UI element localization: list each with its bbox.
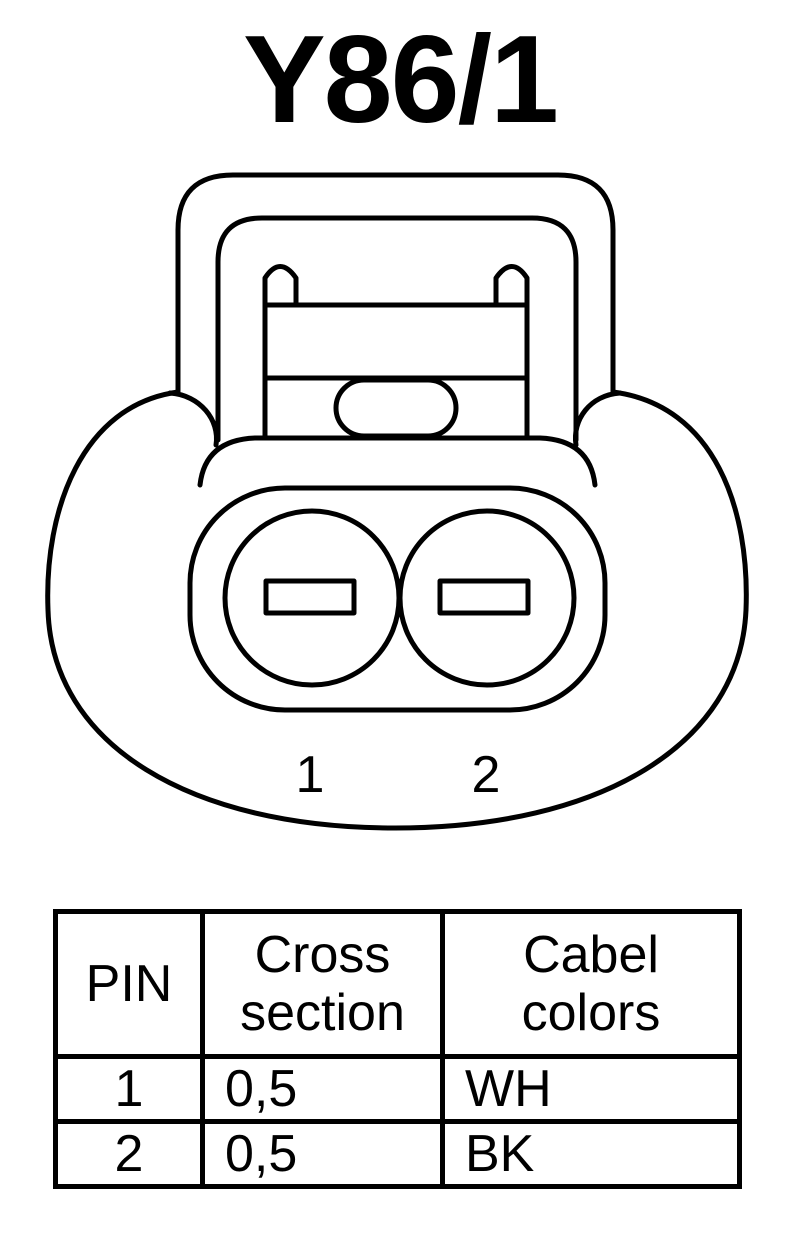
connector-diagram: 1 2 <box>45 172 749 831</box>
connector-title: Y86/1 <box>242 11 559 149</box>
connector-housing-outline <box>45 172 749 831</box>
latch-body <box>262 302 530 441</box>
table-row: 1 0,5 WH <box>53 1054 742 1124</box>
cell-cable-color: WH <box>440 1054 742 1124</box>
pin-1-contact <box>263 578 357 616</box>
latch-frame <box>215 215 579 443</box>
table-header-row: PIN Cross section Cabel colors <box>53 909 742 1059</box>
pin-2-circle <box>397 508 577 688</box>
left-shoulder-arc <box>167 390 219 448</box>
cell-pin: 1 <box>53 1054 205 1124</box>
latch-tab-right <box>493 264 530 308</box>
cell-cross-section: 0,5 <box>200 1119 445 1189</box>
right-shoulder-arc <box>572 390 623 448</box>
latch-tab-left <box>262 264 299 308</box>
cell-cross-section: 0,5 <box>200 1054 445 1124</box>
pin-2-contact <box>437 578 531 616</box>
pin-label-1: 1 <box>296 746 325 804</box>
release-button <box>333 377 459 439</box>
header-cross-section: Cross section <box>200 909 445 1059</box>
pin-1-circle <box>222 508 402 688</box>
cell-cable-color: BK <box>440 1119 742 1189</box>
table-row: 2 0,5 BK <box>53 1119 742 1189</box>
pin-cavity-outline <box>187 485 608 713</box>
header-cable-colors: Cabel colors <box>440 909 742 1059</box>
cell-pin: 2 <box>53 1119 205 1189</box>
header-pin: PIN <box>53 909 205 1059</box>
pin-assignment-table: PIN Cross section Cabel colors 1 0,5 WH … <box>53 909 742 1189</box>
pin-label-2: 2 <box>472 746 501 804</box>
pin-area-outline <box>197 435 598 488</box>
